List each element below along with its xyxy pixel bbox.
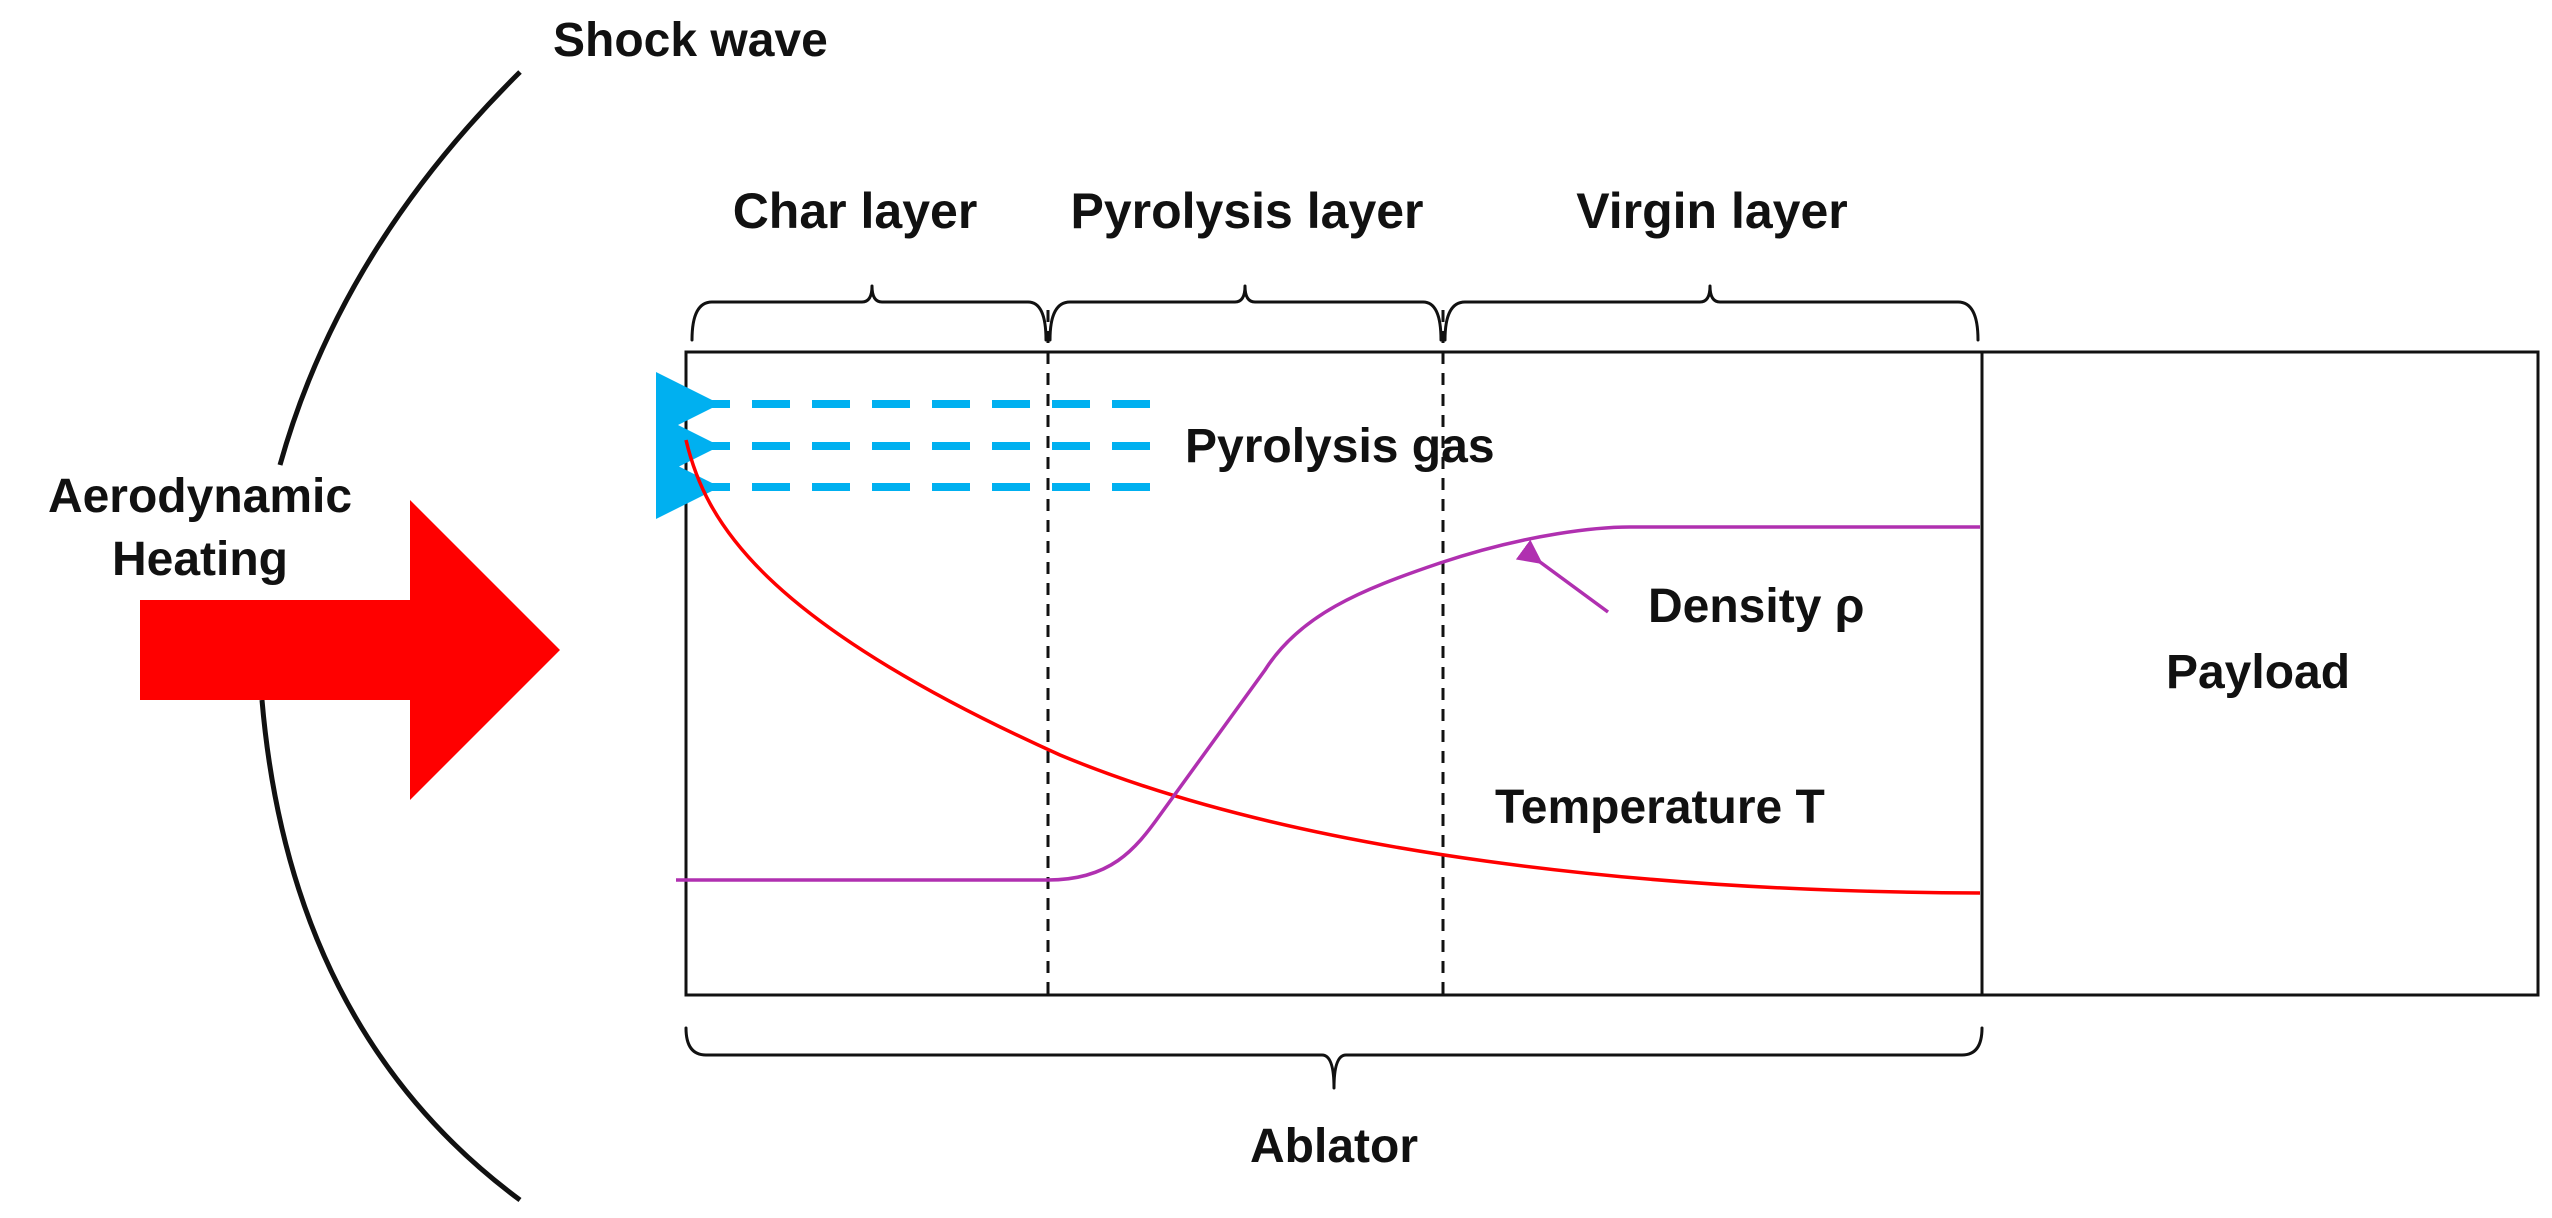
- payload-label: Payload: [2166, 646, 2350, 699]
- pyrolysis-layer-brace: [1048, 284, 1443, 342]
- virgin-layer-brace: [1443, 284, 1980, 342]
- shock-wave-arc: [277, 70, 522, 466]
- pyrolysis-layer-label: Pyrolysis layer: [1070, 183, 1423, 239]
- ablator-label: Ablator: [1250, 1120, 1418, 1173]
- virgin-layer-label: Virgin layer: [1576, 183, 1847, 239]
- ablator-brace: [684, 1026, 1984, 1090]
- density-curve: [676, 525, 1980, 882]
- char-layer-brace: [690, 284, 1048, 342]
- density-pointer-arrow: [1515, 539, 1610, 614]
- temperature-curve: [684, 439, 1981, 895]
- aerodynamic-heating-label-line2: Heating: [112, 533, 288, 586]
- pyrolysis-gas-label: Pyrolysis gas: [1185, 420, 1495, 473]
- shock-wave-label: Shock wave: [553, 14, 828, 67]
- payload-box: [1980, 350, 2540, 997]
- aerodynamic-heating-label-line1: Aerodynamic: [48, 470, 352, 523]
- shock-wave-arc-lower: [259, 699, 522, 1203]
- density-label: Density ρ: [1648, 580, 1864, 633]
- heating-arrow: [140, 500, 560, 800]
- char-layer-label: Char layer: [733, 183, 978, 239]
- temperature-label: Temperature T: [1495, 781, 1825, 834]
